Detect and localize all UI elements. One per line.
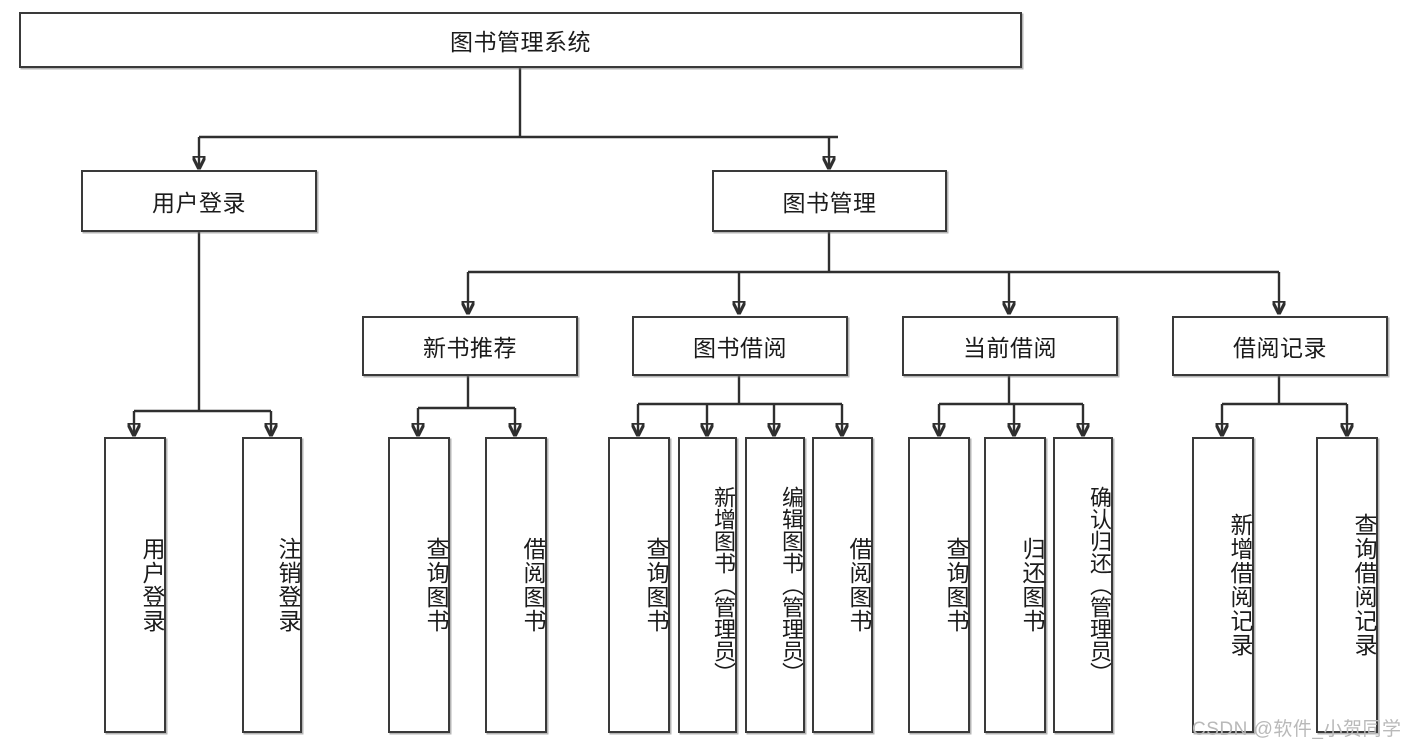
node-current-borrow[interactable]: 当前借阅 bbox=[902, 316, 1118, 376]
leaf-logout-login[interactable]: 注销登录 bbox=[242, 437, 302, 733]
node-label: 借阅记录 bbox=[1233, 335, 1327, 361]
leaf-add-book-admin[interactable]: 新增图书（管理员） bbox=[678, 437, 737, 733]
node-label: 用户登录 bbox=[139, 537, 165, 633]
leaf-query-borrow-record[interactable]: 查询借阅记录 bbox=[1316, 437, 1378, 733]
node-user-login[interactable]: 用户登录 bbox=[81, 170, 317, 232]
leaf-query-book-current[interactable]: 查询图书 bbox=[908, 437, 970, 733]
node-book-borrow[interactable]: 图书借阅 bbox=[632, 316, 848, 376]
node-label: 确认归还（管理员） bbox=[1087, 486, 1112, 684]
node-new-book-recommend[interactable]: 新书推荐 bbox=[362, 316, 578, 376]
leaf-user-login[interactable]: 用户登录 bbox=[104, 437, 166, 733]
node-label: 借阅图书 bbox=[846, 537, 872, 633]
node-label: 新增借阅记录 bbox=[1227, 513, 1253, 657]
node-borrow-record[interactable]: 借阅记录 bbox=[1172, 316, 1388, 376]
leaf-borrow-book-recommend[interactable]: 借阅图书 bbox=[485, 437, 547, 733]
node-label: 图书借阅 bbox=[693, 335, 787, 361]
node-label: 查询借阅记录 bbox=[1351, 513, 1377, 657]
node-label: 用户登录 bbox=[152, 190, 246, 216]
leaf-query-book-recommend[interactable]: 查询图书 bbox=[388, 437, 450, 733]
leaf-borrow-book[interactable]: 借阅图书 bbox=[812, 437, 873, 733]
node-book-management[interactable]: 图书管理 bbox=[712, 170, 947, 232]
node-label: 借阅图书 bbox=[520, 537, 546, 633]
node-label: 当前借阅 bbox=[963, 335, 1057, 361]
csdn-watermark: CSDN @软件_小贺同学 bbox=[1192, 719, 1402, 740]
node-label: 编辑图书（管理员） bbox=[779, 486, 804, 684]
node-label: 注销登录 bbox=[275, 537, 301, 633]
node-label: 归还图书 bbox=[1019, 537, 1045, 633]
node-label: 新增图书（管理员） bbox=[711, 486, 736, 684]
node-label: 新书推荐 bbox=[423, 335, 517, 361]
leaf-add-borrow-record[interactable]: 新增借阅记录 bbox=[1192, 437, 1254, 733]
node-label: 图书管理 bbox=[782, 190, 877, 216]
node-label: 图书管理系统 bbox=[450, 29, 591, 55]
node-label: 查询图书 bbox=[643, 537, 669, 633]
node-label: 查询图书 bbox=[423, 537, 449, 633]
leaf-query-book-borrow[interactable]: 查询图书 bbox=[608, 437, 670, 733]
leaf-return-book[interactable]: 归还图书 bbox=[984, 437, 1046, 733]
leaf-confirm-return-admin[interactable]: 确认归还（管理员） bbox=[1053, 437, 1113, 733]
leaf-edit-book-admin[interactable]: 编辑图书（管理员） bbox=[745, 437, 805, 733]
node-label: 查询图书 bbox=[943, 537, 969, 633]
node-root-system[interactable]: 图书管理系统 bbox=[19, 12, 1022, 68]
